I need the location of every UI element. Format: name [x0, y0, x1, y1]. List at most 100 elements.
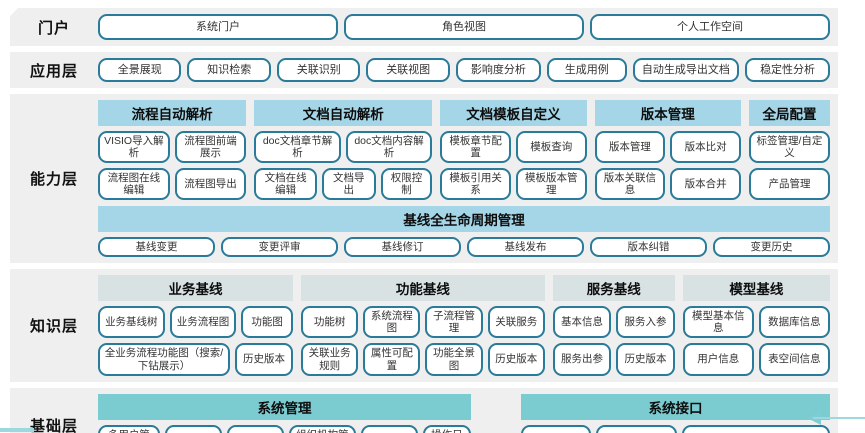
group-header: 全局配置	[748, 100, 831, 126]
feature-box: 生成用例	[546, 58, 627, 82]
foundation-groups: 系统管理多用户管理权限管理角色管理组织机构管理菜单管理操作日志系统接口jirac…	[98, 393, 830, 433]
feature-box: 自动生成导出文档	[632, 58, 740, 82]
group-row: 标签管理/自定义	[748, 131, 831, 164]
feature-box: 系统流程图	[363, 306, 421, 339]
feature-box: 多用户管理	[98, 424, 160, 433]
layer-label-capability: 能力层	[29, 171, 78, 189]
feature-box: 菜单管理	[360, 424, 418, 433]
group: 系统接口jiraconfluence接口自动化平台	[520, 393, 830, 433]
group-header: 文档自动解析	[254, 100, 433, 126]
feature-box: 历史版本	[487, 343, 545, 376]
feature-box: 模板引用关系	[440, 168, 511, 201]
feature-box: 服务出参	[552, 343, 612, 376]
feature-box: 功能全景图	[425, 343, 483, 376]
feature-box: 属性可配置	[363, 343, 421, 376]
group-row: 服务出参历史版本	[552, 343, 675, 376]
feature-box: 接口自动化平台	[681, 424, 830, 433]
group-row: 版本关联信息版本合并	[594, 168, 741, 201]
feature-box: 基线修订	[344, 237, 461, 258]
feature-box: 个人工作空间	[590, 14, 830, 40]
feature-box: 角色视图	[344, 14, 584, 40]
feature-box: 全业务流程功能图（搜索/下钻展示）	[98, 343, 230, 376]
feature-box: 用户信息	[682, 343, 754, 376]
group-row: 全业务流程功能图（搜索/下钻展示）历史版本	[98, 343, 294, 376]
knowledge-groups: 业务基线业务基线树业务流程图功能图全业务流程功能图（搜索/下钻展示）历史版本功能…	[98, 275, 830, 376]
bottom-left-accent-bar	[0, 428, 34, 432]
feature-box: 系统门户	[98, 14, 338, 40]
feature-box: 关联业务规则	[301, 343, 359, 376]
group: 流程自动解析 VISIO导入解析流程图前端展示流程图在线编辑流程图导出	[98, 100, 247, 201]
layer-label-portal: 门户	[37, 19, 70, 37]
feature-box: doc文档内容解析	[345, 131, 433, 164]
group-row: 业务基线树业务流程图功能图	[98, 306, 294, 339]
group-row: 流程图在线编辑流程图导出	[98, 168, 247, 201]
feature-box: 基线变更	[98, 237, 215, 258]
feature-box: 模型基本信息	[682, 306, 754, 339]
feature-box: 变更评审	[221, 237, 338, 258]
group: 系统管理多用户管理权限管理角色管理组织机构管理菜单管理操作日志	[98, 393, 471, 433]
feature-box: 基线发布	[467, 237, 584, 258]
application-items: 全景展现知识检索关联识别关联视图影响度分析生成用例自动生成导出文档稳定性分析	[98, 58, 831, 82]
group-row: jira confluence 接口自动化平台	[520, 424, 830, 433]
layer-label-foundation: 基础层	[29, 417, 78, 433]
feature-box: 模板查询	[515, 131, 587, 164]
feature-box: 业务流程图	[169, 306, 237, 339]
group: 文档模板自定义模板章节配置模板查询模板引用关系模板版本管理	[440, 100, 587, 201]
group-header: 流程自动解析	[98, 100, 247, 126]
feature-box: 历史版本	[234, 343, 294, 376]
arrow-line	[813, 417, 865, 419]
group-row: VISIO导入解析流程图前端展示	[98, 131, 247, 164]
feature-box: 关联识别	[276, 58, 361, 82]
group-row: 功能树系统流程图子流程管理关联服务	[301, 306, 545, 339]
feature-box: 版本比对	[670, 131, 741, 164]
group-row: 版本管理版本比对	[594, 131, 741, 164]
group-header: 版本管理	[594, 100, 741, 126]
group: 功能基线功能树系统流程图子流程管理关联服务关联业务规则属性可配置功能全景图历史版…	[301, 275, 545, 376]
feature-box: 流程图导出	[174, 168, 247, 201]
feature-box: 角色管理	[226, 424, 285, 433]
feature-box: 操作日志	[422, 424, 471, 433]
feature-box: VISIO导入解析	[98, 131, 170, 164]
group-header: 业务基线	[98, 275, 294, 302]
layer-application: 应用层 全景展现知识检索关联识别关联视图影响度分析生成用例自动生成导出文档稳定性…	[10, 52, 838, 88]
group-row: 文档在线编辑文档导出权限控制	[254, 168, 433, 201]
feature-box: 历史版本	[616, 343, 675, 376]
feature-box: 关联视图	[366, 58, 450, 82]
group-row: 用户信息表空间信息	[682, 343, 830, 376]
feature-box: 变更历史	[713, 237, 830, 258]
feature-box: jira	[520, 424, 592, 433]
group: 全局配置标签管理/自定义产品管理	[748, 100, 831, 201]
left-arrow-decoration	[807, 412, 865, 425]
feature-box: 组织机构管理	[289, 424, 356, 433]
feature-box: 影响度分析	[455, 58, 541, 82]
feature-box: 版本关联信息	[594, 168, 666, 201]
feature-box: 业务基线树	[98, 306, 165, 339]
baseline-lifecycle-section: 基线全生命周期管理 基线变更变更评审基线修订基线发布版本纠错变更历史	[98, 206, 830, 258]
page-curl-decoration	[0, 0, 26, 26]
layer-label-knowledge: 知识层	[29, 317, 78, 335]
feature-box: 功能图	[241, 306, 294, 339]
group: 模型基线模型基本信息数据库信息用户信息表空间信息	[682, 275, 830, 376]
group-header: 服务基线	[552, 275, 675, 302]
feature-box: 标签管理/自定义	[748, 131, 831, 164]
feature-box: 版本管理	[594, 131, 666, 164]
feature-box: 权限管理	[164, 424, 222, 433]
group: 业务基线业务基线树业务流程图功能图全业务流程功能图（搜索/下钻展示）历史版本	[98, 275, 294, 376]
feature-box: 关联服务	[487, 306, 545, 339]
group-row: 模板引用关系模板版本管理	[440, 168, 587, 201]
feature-box: 版本纠错	[590, 237, 707, 258]
group-row: 多用户管理权限管理角色管理组织机构管理菜单管理操作日志	[98, 424, 471, 433]
feature-box: 知识检索	[187, 58, 271, 82]
baseline-items: 基线变更变更评审基线修订基线发布版本纠错变更历史	[98, 237, 830, 258]
feature-box: 服务入参	[616, 306, 675, 339]
feature-box: confluence	[596, 424, 677, 433]
feature-box: 子流程管理	[425, 306, 483, 339]
group-row: 基本信息服务入参	[552, 306, 675, 339]
layer-portal: 门户 系统门户角色视图个人工作空间	[10, 8, 838, 46]
layer-foundation: 基础层 系统管理多用户管理权限管理角色管理组织机构管理菜单管理操作日志系统接口j…	[10, 387, 838, 433]
